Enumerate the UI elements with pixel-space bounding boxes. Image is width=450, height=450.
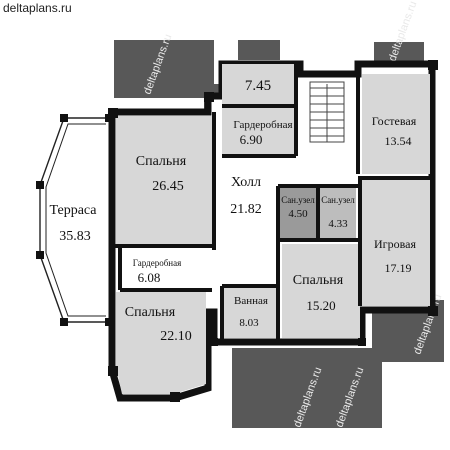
rooms	[116, 64, 430, 394]
area-bath-2: 4.33	[328, 218, 348, 230]
name-bedroom-1: Спальня	[136, 154, 187, 169]
room-bath-2	[320, 188, 356, 238]
room-playroom	[362, 180, 430, 306]
room-bedroom-3	[116, 292, 206, 394]
room-wardrobe-left	[122, 248, 208, 288]
roof-top-left	[114, 40, 214, 98]
name-wardrobe-top: Гардеробная	[233, 119, 292, 131]
area-bath-1: 4.50	[288, 208, 308, 220]
name-hall: Холл	[231, 175, 261, 190]
area-playroom: 17.19	[385, 261, 412, 275]
roof-top-mid	[238, 40, 280, 60]
stair-steps	[309, 81, 345, 143]
name-wardrobe-left: Гардеробная	[133, 258, 181, 268]
interior-walls	[112, 64, 432, 342]
room-bedroom-1	[116, 116, 214, 244]
area-terrace: 35.83	[59, 229, 91, 244]
area-bedroom-2: 15.20	[306, 298, 335, 313]
name-terrace: Терраса	[49, 203, 97, 218]
area-guest: 13.54	[385, 134, 412, 148]
room-wardrobe-top	[222, 108, 294, 154]
name-bedroom-2: Спальня	[293, 273, 344, 288]
columns	[108, 60, 438, 402]
name-bedroom-3: Спальня	[125, 305, 176, 320]
area-wardrobe-left: 6.08	[138, 270, 161, 285]
area-storage-top: 7.45	[245, 78, 271, 94]
room-bedroom-2	[282, 244, 360, 338]
area-bedroom-1: 26.45	[152, 179, 184, 194]
area-bathroom: 8.03	[239, 317, 259, 329]
room-bath-1	[280, 188, 316, 238]
room-guest	[362, 74, 430, 174]
room-storage-top	[222, 64, 294, 104]
name-bath-2: Сан.узел	[321, 195, 355, 205]
name-bath-1: Сан.узел	[281, 195, 315, 205]
area-wardrobe-top: 6.90	[240, 132, 263, 147]
room-labels: 7.45 Гардеробная 6.90 Гостевая 13.54 Спа…	[49, 78, 416, 344]
area-bedroom-3: 22.10	[160, 329, 192, 344]
name-guest: Гостевая	[372, 114, 417, 128]
site-name: deltaplans.ru	[3, 1, 72, 15]
area-hall: 21.82	[230, 202, 262, 217]
staircase	[302, 78, 354, 150]
name-playroom: Игровая	[374, 237, 416, 251]
room-bathroom	[224, 288, 276, 338]
roof-bottom	[232, 348, 382, 428]
roof-areas: deltaplans.ru deltaplans.ru deltaplans.r…	[114, 0, 444, 429]
terrace	[36, 114, 113, 326]
name-bathroom: Ванная	[234, 295, 268, 307]
roof-top-right	[374, 42, 424, 64]
